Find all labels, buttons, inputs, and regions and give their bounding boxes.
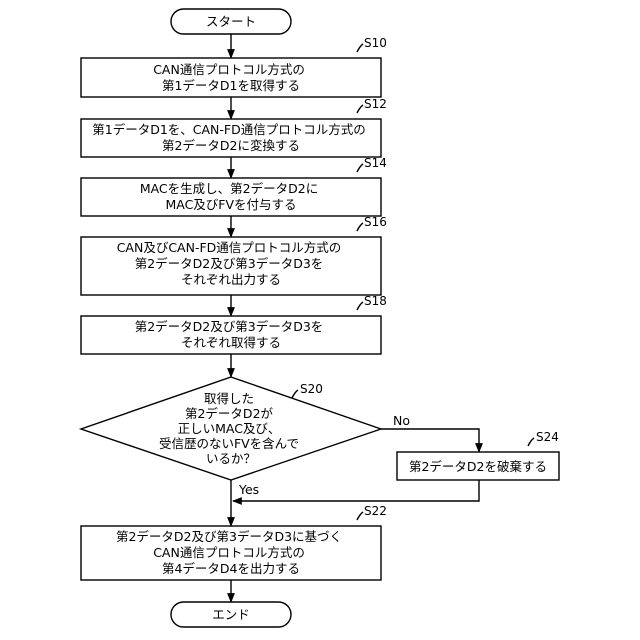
end-terminal: エンド: [171, 602, 291, 627]
s20-line-5: いるか？: [206, 451, 256, 466]
s12-leader: [357, 105, 363, 113]
s12-line-1: 第1データD1を、CAN-FD通信プロトコル方式の: [92, 122, 366, 137]
process-box-s10: CAN通信プロトコル方式の 第1データD1を取得する S10: [81, 36, 387, 97]
s22-line-3: 第4データD4を出力する: [162, 561, 300, 576]
process-box-s12: 第1データD1を、CAN-FD通信プロトコル方式の 第2データD2に変換する S…: [81, 97, 387, 157]
s24-text: 第2データD2を破棄する: [409, 459, 547, 474]
s24-step-id: S24: [536, 430, 559, 444]
arrow-s20-s24-no: [381, 429, 479, 452]
s20-line-4: 受信歴のないFVを含んで: [159, 436, 299, 451]
s18-line-1: 第2データD2及び第3データD3を: [135, 319, 324, 334]
process-box-s22: 第2データD2及び第3データD3に基づく CAN通信プロトコル方式の 第4データ…: [81, 504, 387, 580]
s18-step-id: S18: [364, 294, 387, 308]
s20-line-1: 取得した: [204, 391, 254, 406]
s16-line-2: 第2データD2及び第3データD3を: [135, 256, 324, 271]
s12-step-id: S12: [364, 97, 387, 111]
s16-line-1: CAN及びCAN-FD通信プロトコル方式の: [117, 240, 342, 255]
s18-line-2: それぞれ取得する: [181, 335, 281, 350]
s14-text: MACを生成し、第2データD2に MAC及びFVを付与する: [140, 181, 322, 212]
s20-line-2: 第2データD2が: [185, 406, 274, 421]
start-label: スタート: [206, 14, 256, 29]
s16-leader: [357, 223, 363, 231]
s18-leader: [357, 302, 363, 310]
process-box-s14: MACを生成し、第2データD2に MAC及びFVを付与する S14: [81, 156, 387, 216]
start-terminal: スタート: [171, 9, 291, 34]
end-label: エンド: [212, 607, 250, 622]
branch-no-label: No: [393, 413, 410, 428]
s14-line-2: MAC及びFVを付与する: [165, 197, 296, 212]
s14-leader: [357, 164, 363, 172]
s22-step-id: S22: [364, 504, 387, 518]
s24-leader: [528, 438, 534, 446]
decision-s20: 取得した 第2データD2が 正しいMAC及び、 受信歴のないFVを含んで いるか…: [81, 377, 381, 480]
s16-line-3: それぞれ出力する: [181, 272, 281, 287]
s10-text: CAN通信プロトコル方式の 第1データD1を取得する: [153, 62, 309, 93]
process-box-s18: 第2データD2及び第3データD3を それぞれ取得する S18: [81, 294, 387, 354]
s14-line-1: MACを生成し、第2データD2に: [140, 181, 318, 196]
s12-line-2: 第2データD2に変換する: [162, 138, 300, 153]
s10-leader: [357, 44, 363, 52]
s22-leader: [357, 512, 363, 520]
s14-step-id: S14: [364, 156, 387, 170]
process-box-s24: 第2データD2を破棄する S24: [397, 430, 559, 480]
arrow-s24-merge: [233, 480, 479, 501]
s10-line-1: CAN通信プロトコル方式の: [153, 62, 305, 77]
s22-line-1: 第2データD2及び第3データD3に基づく: [116, 529, 342, 544]
branch-yes-label: Yes: [238, 482, 259, 497]
s20-step-id: S20: [300, 382, 323, 396]
s10-line-2: 第1データD1を取得する: [162, 78, 300, 93]
s20-leader: [292, 390, 298, 398]
s22-line-2: CAN通信プロトコル方式の: [153, 545, 305, 560]
s16-step-id: S16: [364, 215, 387, 229]
process-box-s16: CAN及びCAN-FD通信プロトコル方式の 第2データD2及び第3データD3を …: [81, 215, 387, 295]
s10-step-id: S10: [364, 36, 387, 50]
s20-line-3: 正しいMAC及び、: [178, 421, 281, 436]
